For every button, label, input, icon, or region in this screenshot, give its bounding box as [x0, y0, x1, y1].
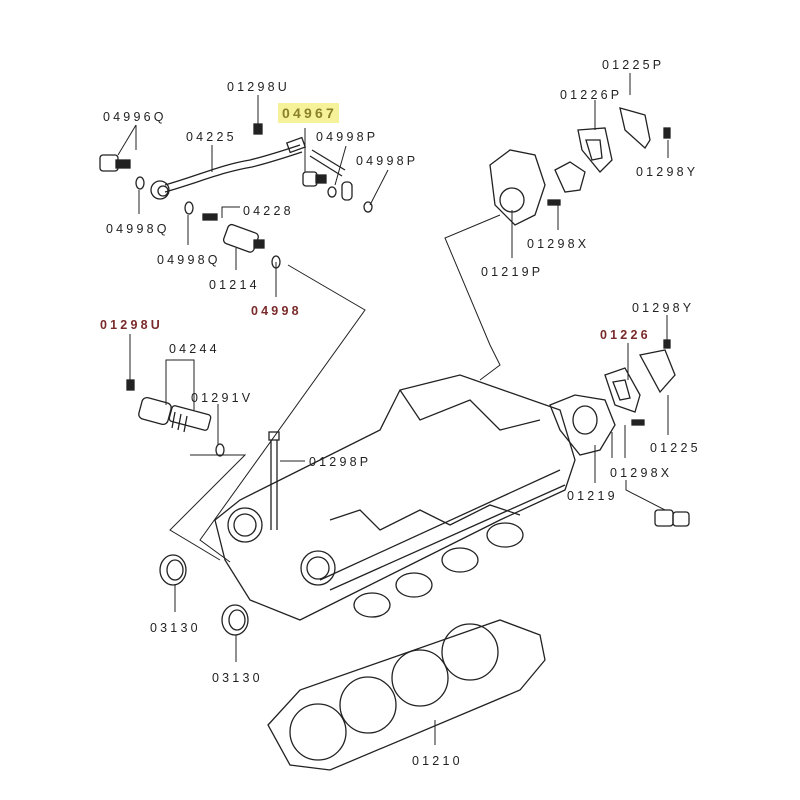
camshaft-oil-seals-03130	[159, 554, 249, 636]
part-label-04228[interactable]: 04228	[243, 204, 294, 218]
part-label-01225[interactable]: 01225	[650, 441, 701, 455]
oil-control-valve-04244	[126, 379, 225, 457]
part-label-04244[interactable]: 04244	[169, 342, 220, 356]
part-label-01226[interactable]: 01226	[600, 328, 651, 342]
part-label-01291V[interactable]: 01291V	[191, 391, 254, 405]
water-outlet-assembly-lower	[549, 339, 690, 527]
water-outlet-assembly-upper	[489, 107, 671, 226]
part-label-01298X[interactable]: 01298X	[610, 466, 673, 480]
part-label-04996Q[interactable]: 04996Q	[103, 110, 167, 124]
part-label-01298X[interactable]: 01298X	[527, 237, 590, 251]
part-label-04967-highlighted[interactable]: 04967	[278, 103, 339, 123]
oil-pipe-04225	[150, 136, 346, 200]
cylinder-head	[214, 374, 576, 621]
part-label-04225[interactable]: 04225	[186, 130, 237, 144]
part-label-01298Y[interactable]: 01298Y	[636, 165, 699, 179]
part-label-03130[interactable]: 03130	[150, 621, 201, 635]
part-label-01298U[interactable]: 01298U	[100, 318, 163, 332]
part-label-04998Q[interactable]: 04998Q	[157, 253, 221, 267]
part-label-01219[interactable]: 01219	[567, 489, 618, 503]
part-label-01298Y[interactable]: 01298Y	[632, 301, 695, 315]
part-label-04998P[interactable]: 04998P	[356, 154, 419, 168]
banjo-bolts	[99, 123, 373, 269]
part-label-04998P[interactable]: 04998P	[316, 130, 379, 144]
part-label-01298U[interactable]: 01298U	[227, 80, 290, 94]
part-label-04998[interactable]: 04998	[251, 304, 302, 318]
part-label-01210[interactable]: 01210	[412, 754, 463, 768]
part-label-01226P[interactable]: 01226P	[560, 88, 623, 102]
part-label-04998Q[interactable]: 04998Q	[106, 222, 170, 236]
part-label-01214[interactable]: 01214	[209, 278, 260, 292]
part-label-01219P[interactable]: 01219P	[481, 265, 544, 279]
part-label-01298P[interactable]: 01298P	[309, 455, 372, 469]
part-label-03130[interactable]: 03130	[212, 671, 263, 685]
part-label-01225P[interactable]: 01225P	[602, 58, 665, 72]
head-gasket-01210	[267, 619, 546, 771]
